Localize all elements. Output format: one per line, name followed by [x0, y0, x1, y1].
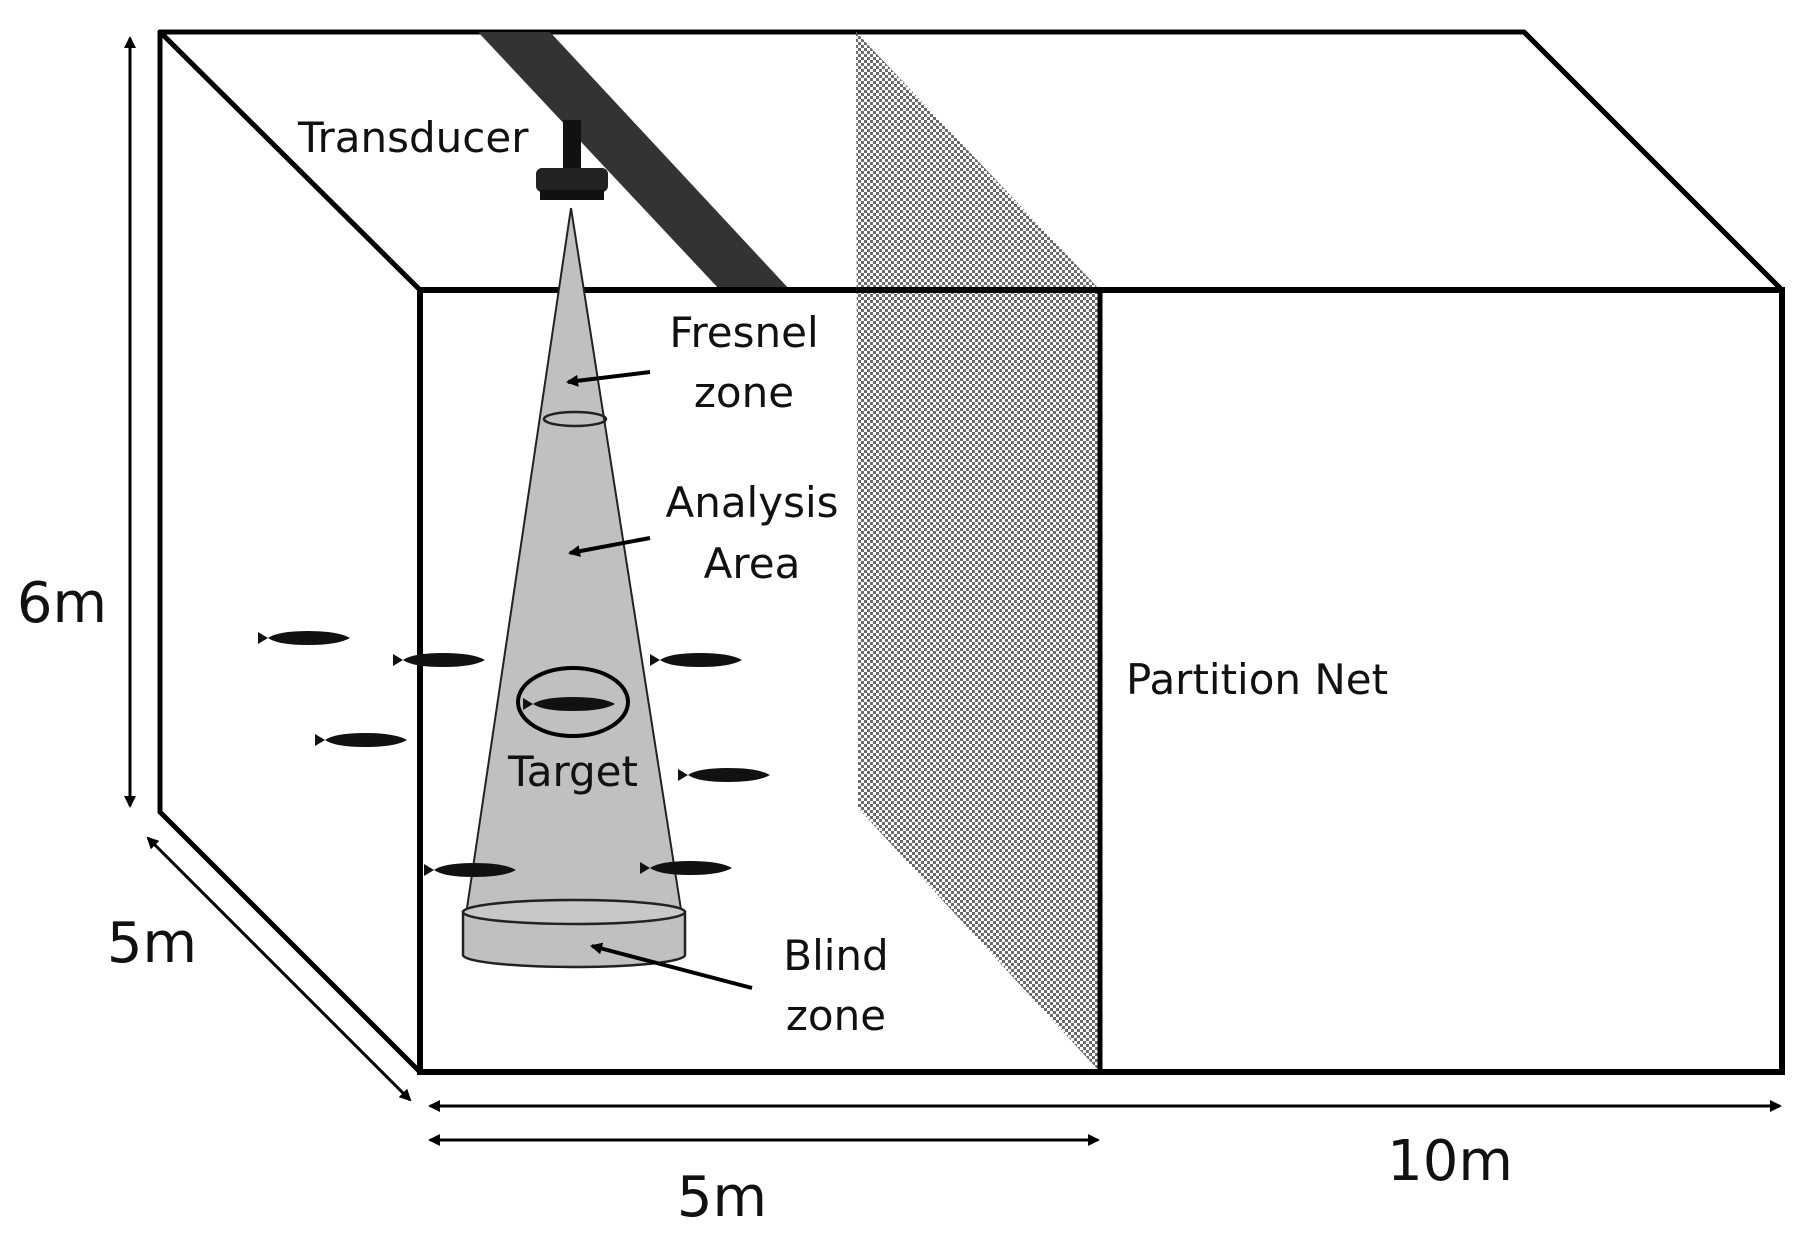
analysis-label-line2: Area — [704, 539, 801, 588]
fish-icon — [523, 697, 615, 711]
analysis-label-line1: Analysis — [665, 478, 838, 527]
fish-icon — [315, 733, 407, 747]
target-label: Target — [507, 747, 638, 796]
fish-icon — [650, 653, 742, 667]
beam-cone — [463, 208, 685, 935]
height-dimension-label: 6m — [17, 571, 107, 636]
partition-net-label: Partition Net — [1126, 655, 1388, 704]
fresnel-label-line2: zone — [694, 368, 794, 417]
fresnel-label-line1: Fresnel — [669, 308, 818, 357]
fresnel-boundary — [542, 410, 608, 428]
target-ring — [516, 666, 630, 738]
transducer-rail — [478, 32, 790, 290]
fish-icon — [393, 653, 485, 667]
depth-dimension-arrow — [146, 836, 412, 1102]
acoustic-beam — [461, 207, 687, 969]
blind-label-line1: Blind — [783, 931, 888, 980]
fish-group — [258, 631, 770, 877]
transducer-icon — [536, 120, 608, 200]
fish-icon — [258, 631, 350, 645]
blind-arrow — [590, 942, 753, 990]
fresnel-arrow — [566, 370, 651, 387]
section-length-dimension-label: 5m — [677, 1165, 767, 1230]
depth-dimension-label: 5m — [107, 911, 197, 976]
fish-icon — [678, 768, 770, 782]
analysis-arrow — [568, 536, 651, 558]
fish-icon — [640, 861, 732, 875]
blind-zone — [461, 910, 687, 969]
fish-icon — [424, 863, 516, 877]
blind-label-line2: zone — [786, 991, 886, 1040]
transducer-label: Transducer — [297, 113, 529, 162]
total-length-dimension-label: 10m — [1387, 1129, 1513, 1194]
